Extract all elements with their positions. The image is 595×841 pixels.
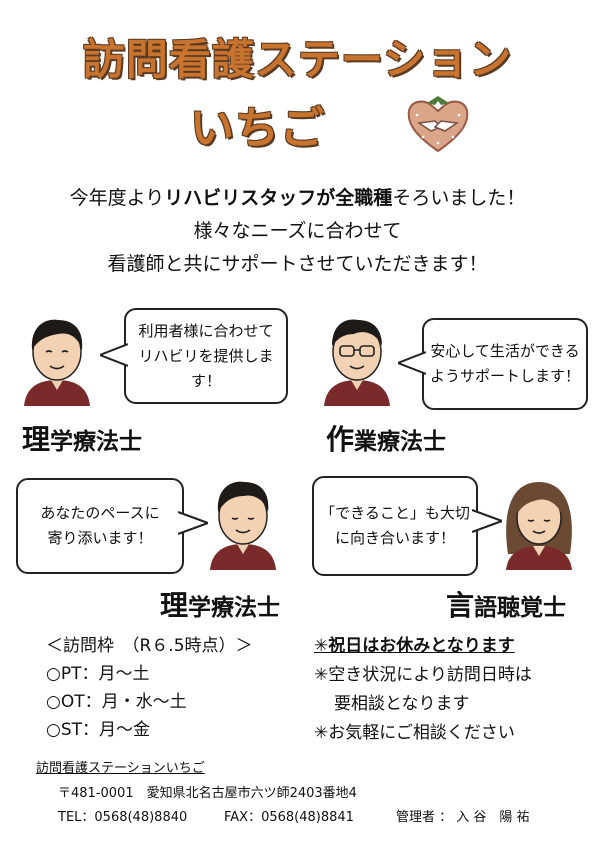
st-bubble-line1: 「できること」も大切	[320, 504, 470, 522]
pt2-role-first: 理	[160, 589, 189, 622]
ot-bubble-line2: ようサポートします！	[429, 367, 580, 385]
note-consult: ✳お気軽にご相談ください	[314, 723, 515, 743]
st-role-first: 言	[446, 589, 475, 622]
notes-list: ✳祝日はお休みとなります ✳空き状況により訪問日時は 要相談となります ✳お気軽…	[314, 632, 532, 748]
st-bubble-tail	[472, 509, 502, 533]
intro-text: 今年度よりリハビリスタッフが全職種そろいました！ 様々なニーズに合わせて 看護師…	[0, 182, 595, 281]
intro-line1-bold: リハビリスタッフが全職種	[164, 187, 393, 209]
note-availability-cont: 要相談となります	[334, 694, 470, 714]
schedule-row-ot: ○OT：月・水〜土	[46, 692, 187, 712]
pt-role-first: 理	[22, 423, 51, 456]
pt-bubble-line3: す！	[190, 371, 221, 390]
ot-bubble-tail	[398, 351, 426, 375]
ot-speech-bubble: 安心して生活ができる ようサポートします！	[422, 318, 588, 410]
schedule-heading: ＜訪問枠 （R６.5時点）＞	[46, 636, 253, 656]
pt-bubble-line2: リハビリを提供しま	[138, 346, 274, 365]
pt2-bubble-tail	[178, 511, 208, 535]
footer-manager: 管理者 ： 入 谷 陽 祐	[396, 810, 530, 825]
page-title: 訪問看護ステーション	[82, 35, 513, 84]
pt2-role-rest: 学療法士	[188, 595, 281, 621]
intro-line1-pre: 今年度より	[69, 187, 165, 209]
pt-role-rest: 学療法士	[50, 429, 143, 455]
schedule-list: ○PT：月〜土 ○OT：月・水〜土 ○ST：月〜金	[46, 660, 187, 744]
footer-tel: TEL：0568(48)8840	[58, 810, 188, 825]
footer-address: 〒481-0001 愛知県北名古屋市六ツ師2403番地4	[58, 786, 357, 801]
pt2-bubble-line2: 寄り添います！	[47, 529, 153, 547]
st-role-rest: 語聴覚士	[474, 595, 567, 621]
schedule-row-st: ○ST：月〜金	[46, 720, 151, 740]
pt-staff-avatar-icon	[24, 319, 90, 406]
st-staff-avatar-icon	[506, 482, 572, 570]
ot-role-rest: 業療法士	[354, 429, 447, 455]
pt-speech-bubble: 利用者様に合わせて リハビリを提供しま す！	[124, 308, 288, 404]
ot-role-first: 作	[326, 423, 355, 456]
pt2-speech-bubble: あなたのペースに 寄り添います！	[16, 478, 184, 574]
note-holiday: ✳祝日はお休みとなります	[314, 636, 515, 656]
st-bubble-line2: に向き合います！	[334, 529, 455, 547]
strawberry-handshake-logo-icon	[407, 96, 469, 153]
pt-bubble-line1: 利用者様に合わせて	[138, 321, 274, 340]
pt-role-label-1: 理学療法士	[22, 418, 142, 458]
intro-line3: 看護師と共にサポートさせていただきます！	[107, 253, 488, 275]
footer-org-name: 訪問看護ステーションいちご	[36, 761, 205, 776]
footer-fax: FAX：0568(48)8841	[224, 810, 354, 825]
st-role-label: 言語聴覚士	[446, 584, 566, 624]
st-speech-bubble: 「できること」も大切 に向き合います！	[312, 476, 478, 576]
intro-line1-post: そろいました！	[392, 187, 526, 209]
pt2-bubble-line1: あなたのペースに	[40, 504, 160, 522]
intro-line2: 様々なニーズに合わせて	[193, 220, 402, 242]
pt-bubble-tail	[100, 343, 128, 367]
note-availability: ✳空き状況により訪問日時は	[314, 665, 532, 685]
ot-bubble-line1: 安心して生活ができる	[430, 342, 580, 360]
pt2-staff-avatar-icon	[210, 481, 276, 570]
page-subtitle: いちご	[190, 103, 325, 154]
ot-staff-avatar-icon	[324, 319, 390, 406]
ot-role-label: 作業療法士	[326, 418, 446, 458]
schedule-row-pt: ○PT：月〜土	[46, 664, 150, 684]
pt-role-label-2: 理学療法士	[160, 584, 280, 624]
